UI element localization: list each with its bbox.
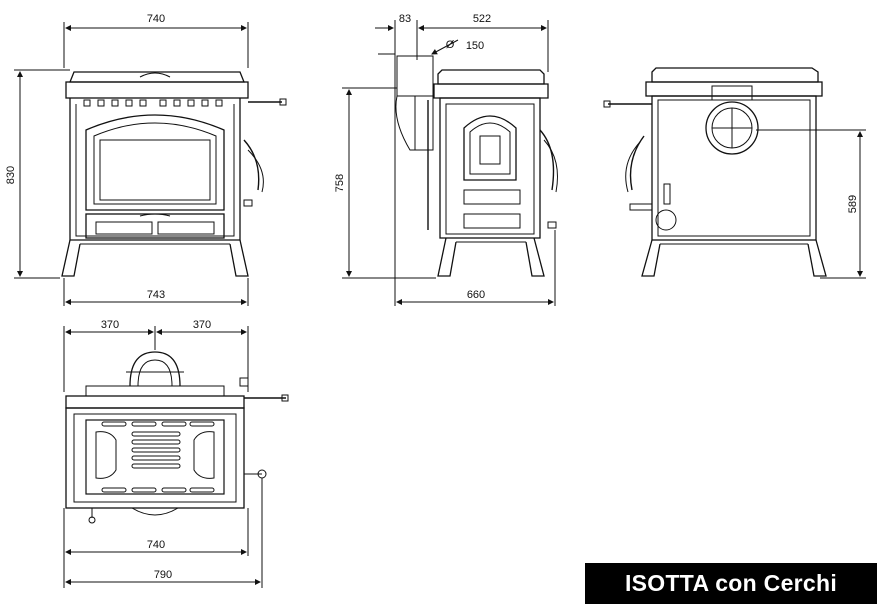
product-title: ISOTTA con Cerchi [624, 570, 838, 596]
side-flue-height-label: 758 [334, 174, 346, 192]
rear-flue-height-label: 589 [847, 195, 859, 213]
side-flue-diameter-symbol: Ø [446, 39, 455, 51]
front-view [14, 22, 287, 306]
dimension-labels: 740 830 743 83 522 Ø 150 758 660 589 370… [5, 13, 859, 581]
front-height-label: 830 [5, 166, 17, 184]
top-total-width-label: 790 [154, 569, 172, 581]
product-title-box: ISOTTA con Cerchi [585, 563, 877, 604]
side-flue-diameter-label: 150 [466, 40, 484, 52]
top-view [63, 326, 289, 588]
top-width-label: 740 [147, 539, 165, 551]
side-top-depth-label: 522 [473, 13, 491, 25]
front-bottom-width-label: 743 [147, 289, 165, 301]
side-bottom-depth-label: 660 [467, 289, 485, 301]
top-half-left-label: 370 [101, 319, 119, 331]
side-flue-offset-label: 83 [399, 13, 411, 25]
top-half-right-label: 370 [193, 319, 211, 331]
rear-view [603, 67, 866, 279]
front-top-width-label: 740 [147, 13, 165, 25]
side-view [342, 20, 558, 306]
